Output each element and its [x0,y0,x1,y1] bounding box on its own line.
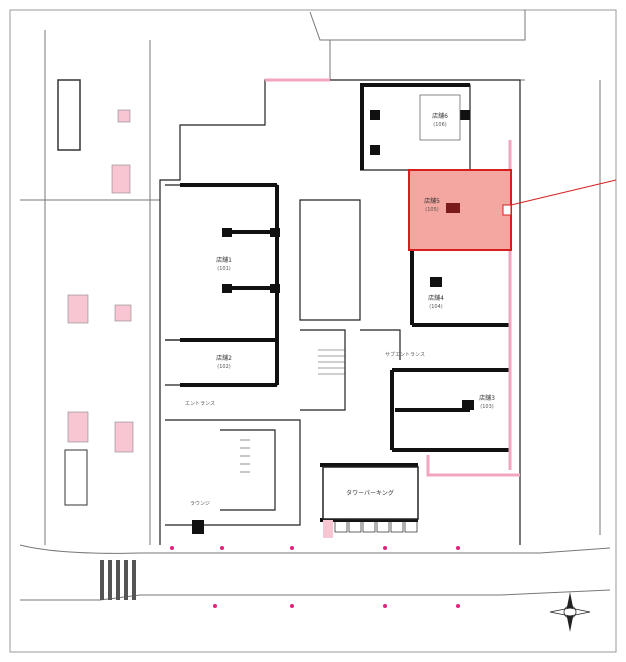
store-walls [180,83,510,522]
left-sign-box [57,79,81,151]
sub-entrance-label: サブエントランス [385,351,425,358]
store1-number: (101) [217,266,230,272]
pink-markers [170,546,460,608]
store6-outline [419,94,461,141]
compass-icon [549,592,591,632]
store5-marker [502,204,512,216]
left-pink-blocks [67,109,134,453]
store3-number: (103) [480,404,493,410]
store4-number: (104) [429,304,442,310]
roads [19,10,611,601]
store2-label: 店舗2 [216,354,232,362]
store5-label: 店舗5 [424,197,440,205]
entrance-label: エントランス [185,401,215,407]
frame-border [9,9,617,653]
store4-label: 店舗4 [428,294,444,302]
parking-bays [334,519,418,533]
columns [192,110,474,534]
tower-parking-label: タワーパーキング [346,489,394,497]
store5-column [446,203,460,213]
parking-pink-block [323,520,333,538]
left-sign-box-2 [64,449,88,506]
store5-number: (105) [425,207,438,213]
leader-line [510,179,617,206]
store6-label: 店舗6 [432,112,448,120]
tower-parking [322,466,419,520]
store1-label: 店舗1 [216,256,232,264]
store3-label: 店舗3 [479,394,495,402]
stairs [240,349,345,473]
store6-number: (106) [433,122,446,128]
lounge-label: ラウンジ [190,500,210,507]
store2-number: (102) [217,364,230,370]
crosswalk [100,560,136,600]
